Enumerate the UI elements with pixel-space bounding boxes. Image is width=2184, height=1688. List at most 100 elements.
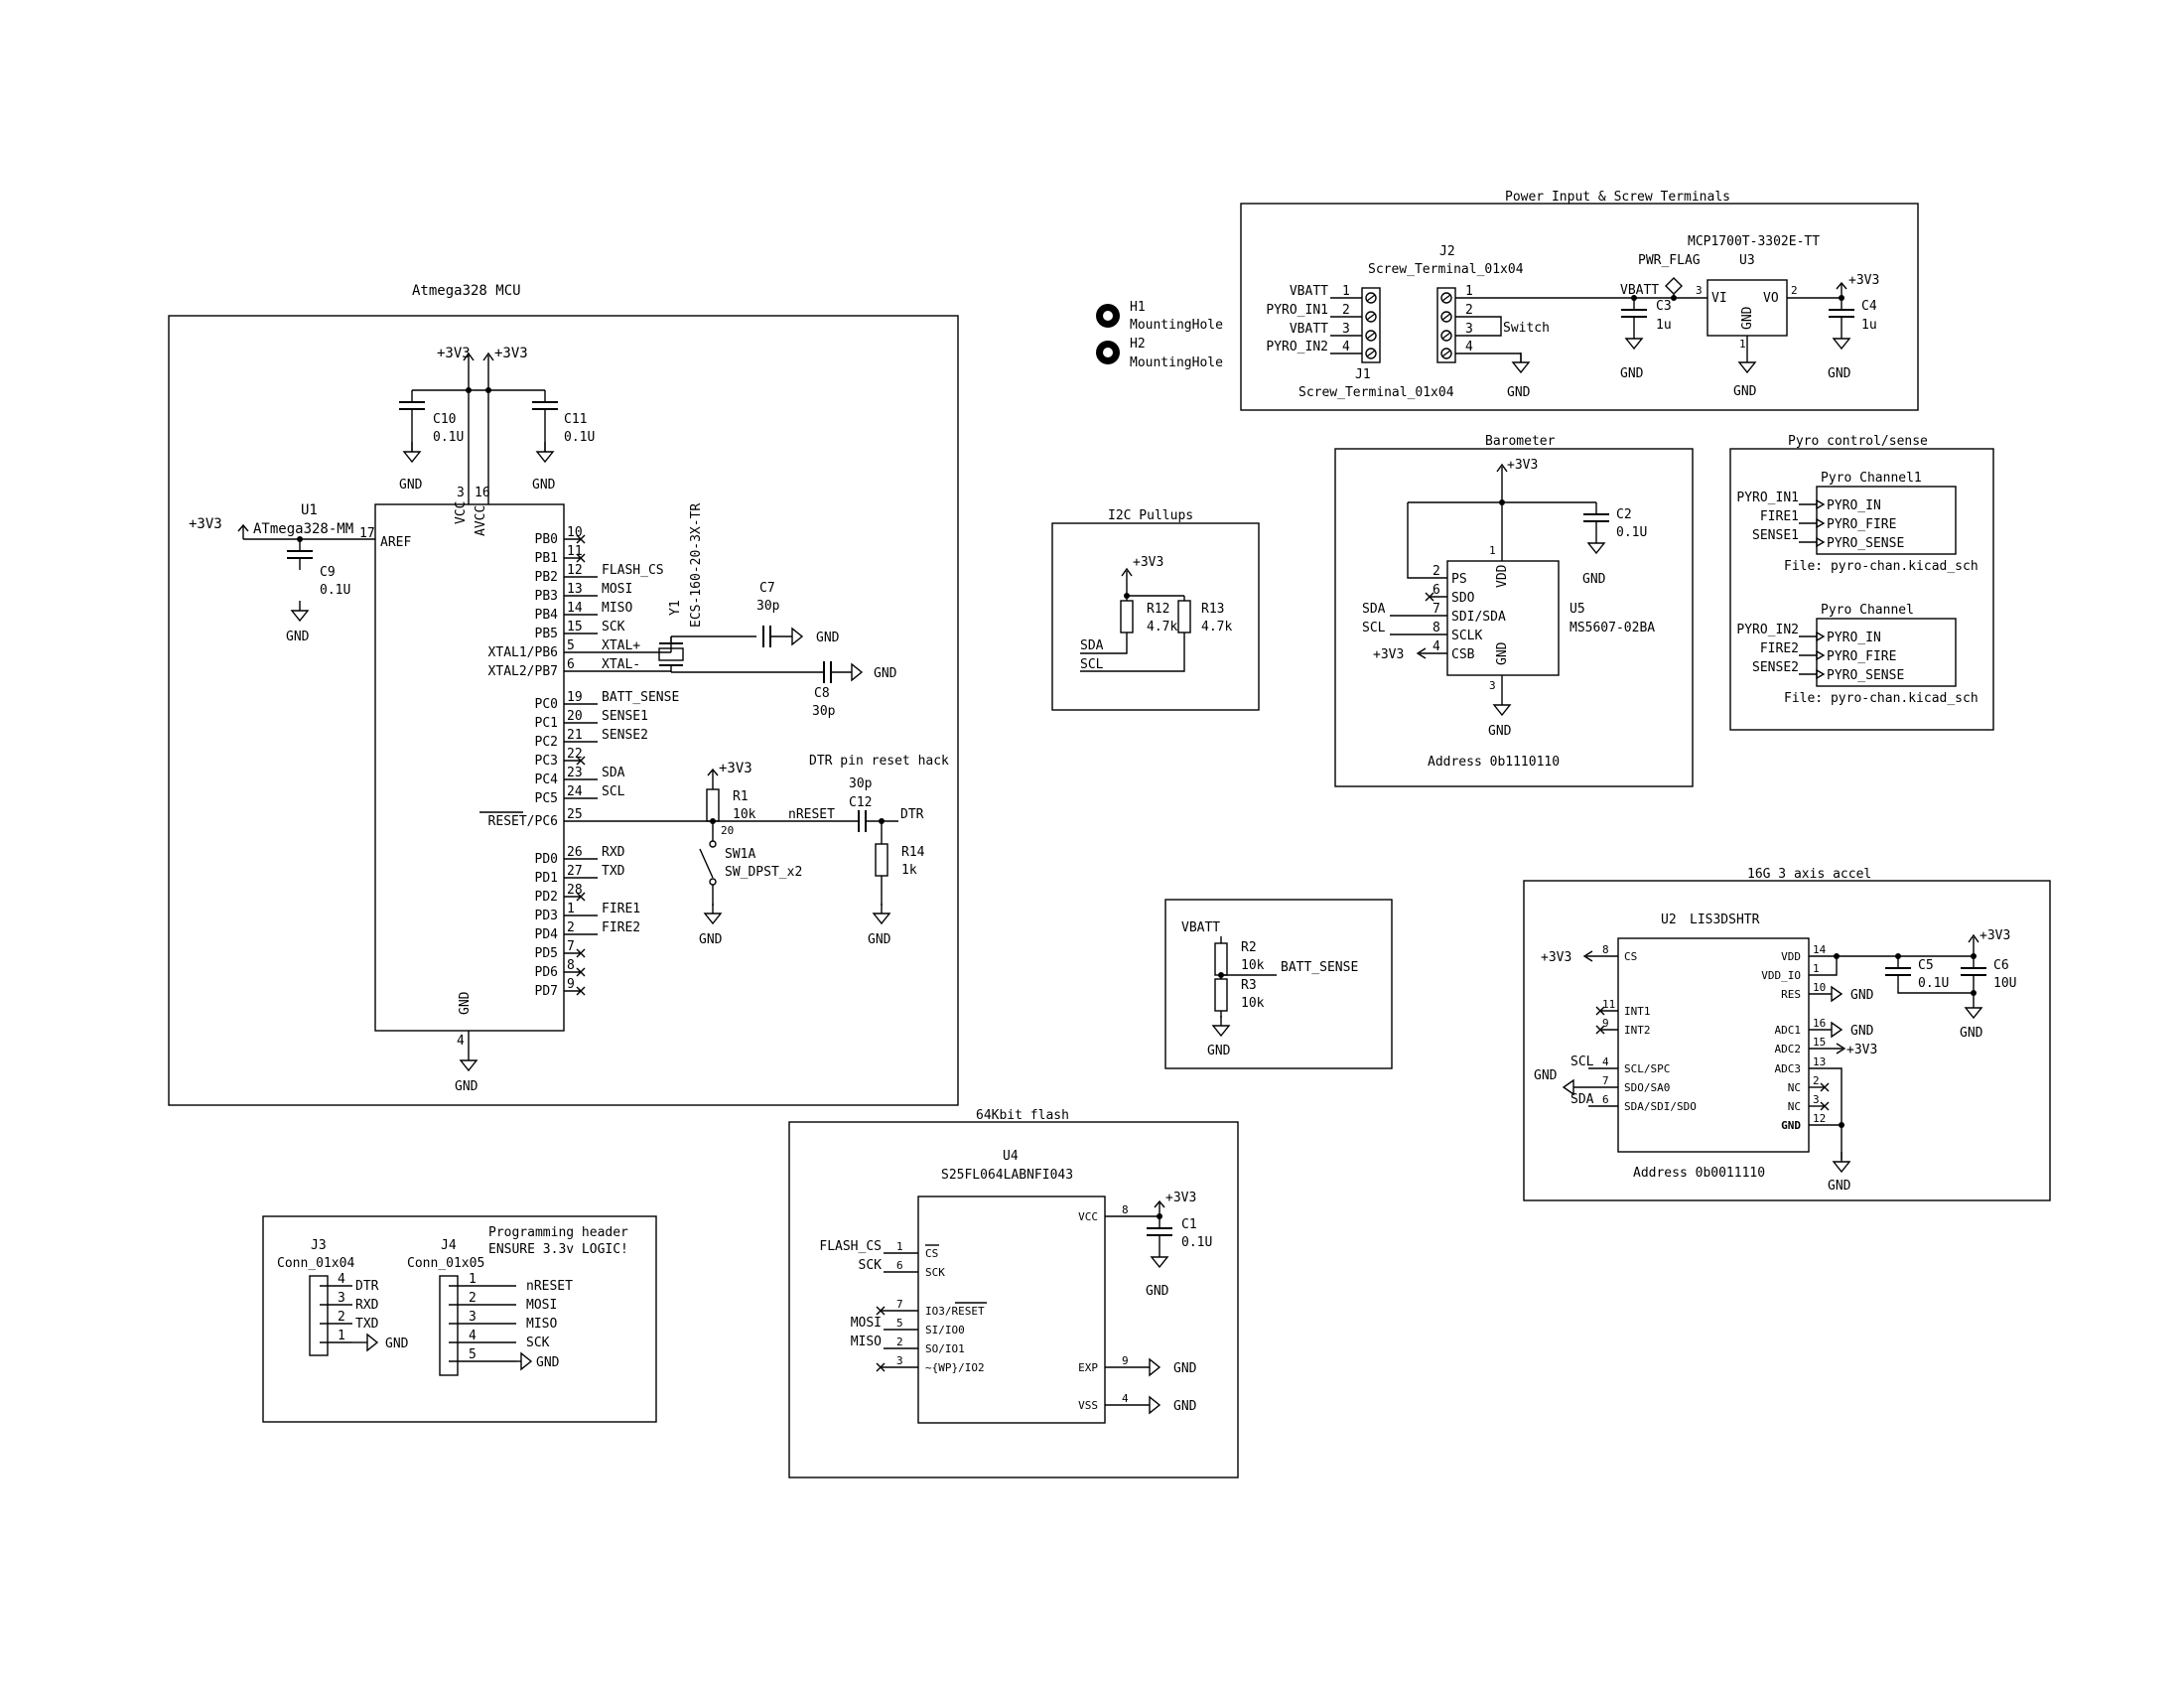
- baro-pin-number: 4: [1433, 639, 1440, 654]
- svg-text:SW_DPST_x2: SW_DPST_x2: [725, 865, 802, 880]
- mcu-pin-number: 24: [567, 784, 583, 799]
- flash-pin-label: ~{WP}/IO2: [925, 1361, 985, 1374]
- accel-gnd-label: GND: [1850, 1024, 1874, 1039]
- svg-text:+3V3: +3V3: [1507, 458, 1538, 473]
- svg-text:+3V3: +3V3: [437, 346, 471, 361]
- accel-net-label: SDA: [1570, 1092, 1594, 1107]
- j1-pin-label: PYRO_IN2: [1266, 340, 1328, 354]
- svg-text:VI: VI: [1711, 291, 1727, 306]
- svg-text:J4: J4: [441, 1238, 457, 1253]
- svg-text:10k: 10k: [733, 807, 756, 822]
- svg-text:MountingHole: MountingHole: [1130, 318, 1223, 333]
- j1-pin-label: PYRO_IN1: [1266, 303, 1328, 318]
- svg-text:10k: 10k: [1241, 996, 1265, 1011]
- svg-text:1: 1: [1739, 338, 1746, 351]
- svg-text:C4: C4: [1861, 299, 1877, 314]
- pyro-channel-title: Pyro Channel1: [1821, 471, 1922, 486]
- accel-pin-number: 9: [1602, 1017, 1609, 1030]
- svg-text:0.1U: 0.1U: [1918, 976, 1949, 991]
- j1-pin-number: 3: [1342, 322, 1350, 337]
- svg-text:Address 0b1110110: Address 0b1110110: [1428, 755, 1560, 770]
- svg-text:GND: GND: [816, 631, 840, 645]
- j2-pin-number: 2: [1465, 303, 1473, 318]
- mcu-pin-label: PD0: [535, 852, 558, 867]
- baro-pin-label: SDO: [1451, 591, 1475, 606]
- svg-text:GND: GND: [1620, 366, 1644, 381]
- accel-pin-label: VDD: [1781, 950, 1801, 963]
- flash-net-label: MOSI: [851, 1316, 882, 1331]
- mcu-net-label: SCK: [602, 620, 625, 634]
- svg-text:GND: GND: [1507, 385, 1531, 400]
- svg-text:DTR: DTR: [900, 807, 924, 822]
- svg-text:U5: U5: [1570, 602, 1585, 617]
- svg-text:1k: 1k: [901, 863, 917, 878]
- pyro-pin-label: PYRO_IN: [1827, 631, 1881, 645]
- pyro-file-label: File: pyro-chan.kicad_sch: [1784, 559, 1979, 574]
- flash-pin-label: VCC: [1078, 1210, 1098, 1223]
- svg-text:GND: GND: [1740, 306, 1755, 330]
- j1-pin-number: 1: [1342, 284, 1350, 299]
- accel-pin-label: GND: [1781, 1119, 1801, 1132]
- accel-pwr-label: +3V3: [1846, 1043, 1877, 1057]
- flash-pin-number: 4: [1122, 1392, 1129, 1405]
- j3-pin-number: 2: [338, 1310, 345, 1325]
- svg-text:+3V3: +3V3: [494, 346, 528, 361]
- svg-text:J1: J1: [1355, 367, 1371, 382]
- mcu-pin-number: 12: [567, 563, 583, 578]
- svg-text:C3: C3: [1656, 299, 1672, 314]
- svg-text:GND: GND: [1495, 641, 1510, 665]
- accel-pin-number: 1: [1813, 962, 1820, 975]
- mcu-pin-label: RESET/PC6: [488, 814, 558, 829]
- svg-text:20: 20: [721, 824, 734, 837]
- accel-pin-label: RES: [1781, 988, 1801, 1001]
- accel-pin-number: 16: [1813, 1017, 1826, 1030]
- svg-text:U3: U3: [1739, 253, 1755, 268]
- j4-gnd-label: GND: [536, 1355, 560, 1370]
- accel-pin-label: SDA/SDI/SDO: [1624, 1100, 1697, 1113]
- pyro-channel-title: Pyro Channel: [1821, 603, 1914, 618]
- mcu-pin-number: 9: [567, 977, 575, 992]
- svg-text:0.1U: 0.1U: [320, 583, 350, 598]
- programming-header-block: Programming header ENSURE 3.3v LOGIC! J3…: [262, 1215, 657, 1423]
- j1-pin-number: 4: [1342, 340, 1350, 354]
- accel-net-label: SCL: [1570, 1055, 1594, 1069]
- flash-block: 64Kbit flash U4 S25FL064LABNFI043 CS1FLA…: [788, 1108, 1239, 1478]
- accel-pin-label: SCL/SPC: [1624, 1062, 1670, 1075]
- pyro-net-label: FIRE1: [1760, 509, 1799, 524]
- svg-text:Y1: Y1: [668, 600, 683, 616]
- flash-title: 64Kbit flash: [976, 1108, 1069, 1123]
- mcu-pin-label: PD4: [535, 927, 559, 942]
- crystal-y1: Y1 ECS-160-20-3X-TR: [658, 503, 704, 672]
- mcu-net-label: XTAL-: [602, 657, 640, 672]
- accel-gnd-label: GND: [1850, 988, 1874, 1003]
- mcu-pin-label: PB1: [535, 551, 558, 566]
- mcu-pin-number: 1: [567, 902, 575, 916]
- j2-terminal: [1436, 287, 1456, 363]
- svg-text:VDD: VDD: [1495, 564, 1510, 588]
- mcu-pin-number: 13: [567, 582, 583, 597]
- svg-text:30p: 30p: [849, 776, 873, 791]
- svg-text:GND: GND: [1828, 366, 1851, 381]
- j1-terminal: [1361, 287, 1381, 363]
- svg-text:C5: C5: [1918, 958, 1934, 973]
- mcu-net-label: FLASH_CS: [602, 563, 664, 578]
- svg-text:SCL: SCL: [1080, 657, 1104, 672]
- accel-pin-number: 14: [1813, 943, 1827, 956]
- j3-pin-label: DTR: [355, 1279, 379, 1294]
- svg-text:C10: C10: [433, 412, 456, 427]
- svg-text:VBATT: VBATT: [1181, 920, 1220, 935]
- svg-text:+3V3: +3V3: [719, 761, 752, 776]
- accel-pin-number: 7: [1602, 1074, 1609, 1087]
- baro-pwr-label: +3V3: [1373, 647, 1404, 662]
- svg-text:GND: GND: [699, 932, 723, 947]
- baro-pin-number: 8: [1433, 621, 1440, 635]
- svg-text:H2: H2: [1130, 337, 1146, 352]
- mcu-pin-label: PD5: [535, 946, 558, 961]
- j3-gnd-label: GND: [385, 1336, 409, 1351]
- svg-text:4: 4: [457, 1034, 465, 1049]
- mcu-net-label: TXD: [602, 864, 625, 879]
- svg-text:R2: R2: [1241, 940, 1257, 955]
- mounting-holes: H1 MountingHole H2 MountingHole: [1096, 300, 1223, 370]
- flash-gnd-label: GND: [1173, 1399, 1197, 1414]
- mcu-pin-label: PD3: [535, 909, 558, 923]
